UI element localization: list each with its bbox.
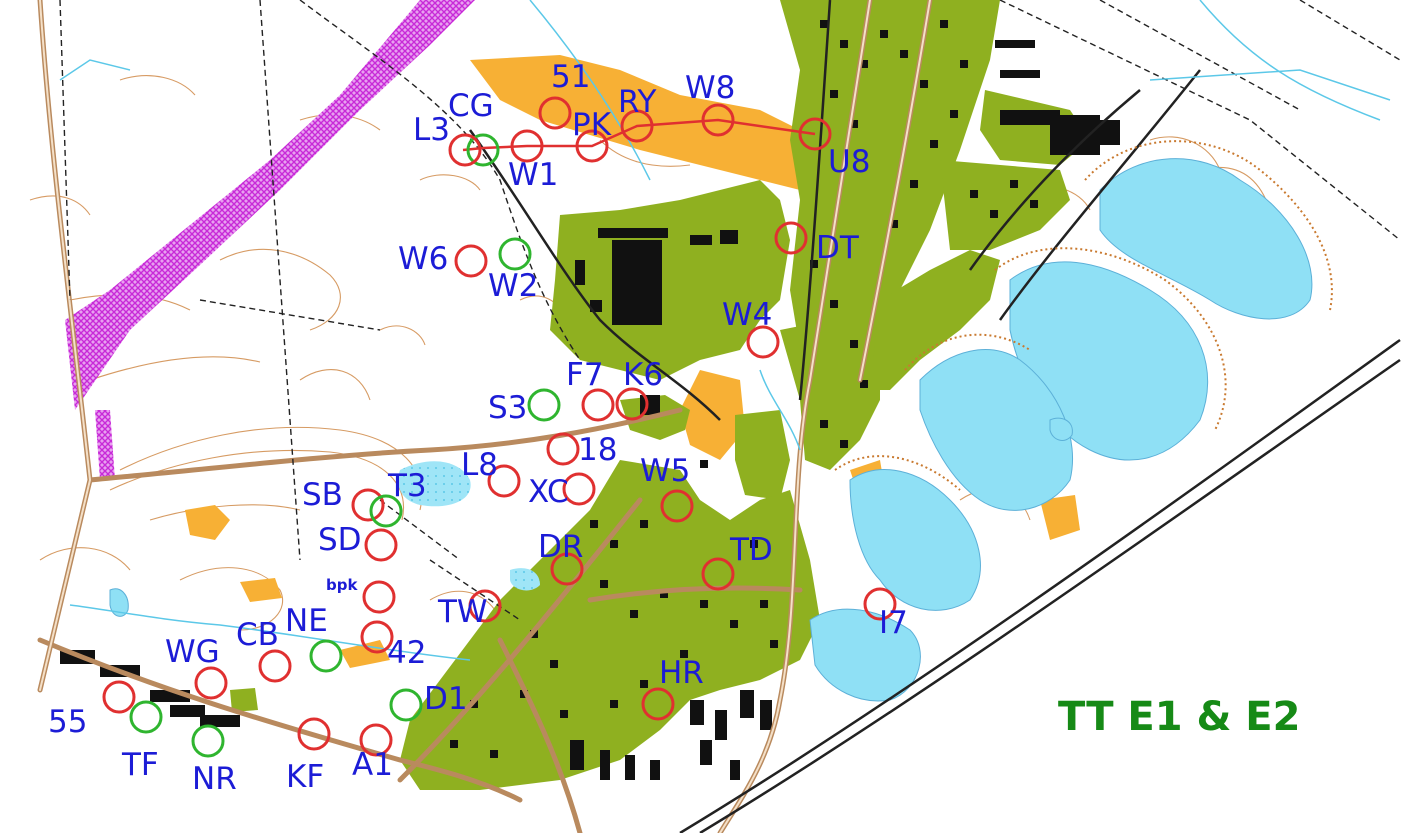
- control-label-w5: W5: [640, 453, 690, 489]
- control-circle-w6: [454, 244, 488, 278]
- control-circle-cg: [466, 133, 500, 167]
- buildings: [60, 40, 1120, 780]
- control-label-tf: TF: [121, 747, 159, 783]
- control-label-51: 51: [551, 59, 590, 95]
- control-circle-a1: [359, 723, 393, 757]
- control-label-xc: XC: [528, 474, 569, 510]
- control-label-i7: I7: [879, 605, 908, 641]
- control-circle-tw: [468, 589, 502, 623]
- marsh-pond: [398, 461, 471, 507]
- streams: [59, 0, 1391, 661]
- control-circle-w1: [510, 129, 544, 163]
- control-label-55: 55: [48, 704, 87, 740]
- control-label-f7: F7: [566, 357, 604, 393]
- control-labels: CG L3 51 W1 PK RY W8 U8 DT W6 W2 W4 F7 K…: [48, 59, 908, 797]
- control-circle-s3: [527, 388, 561, 422]
- control-circle-kf: [297, 717, 331, 751]
- control-label-a1: A1: [352, 747, 393, 783]
- control-label-wg: WG: [165, 634, 220, 670]
- restricted-area: [65, 0, 475, 410]
- control-circle-td: [701, 557, 735, 591]
- control-label-dt: DT: [816, 230, 860, 266]
- control-label-cg: CG: [448, 88, 494, 124]
- control-label-sb: SB: [302, 477, 343, 513]
- control-label-w8: W8: [685, 70, 735, 106]
- control-label-42: 42: [387, 635, 426, 671]
- control-label-w2: W2: [488, 268, 538, 304]
- control-label-t3: T3: [387, 468, 427, 504]
- control-circle-18: [546, 432, 580, 466]
- control-circle-bpk: [362, 580, 396, 614]
- control-label-d1: D1: [424, 681, 468, 717]
- control-label-td: TD: [729, 532, 773, 568]
- control-circle-d1: [389, 688, 423, 722]
- control-circle-tf: [129, 700, 163, 734]
- control-circle-55: [102, 680, 136, 714]
- control-circle-i7: [863, 587, 897, 621]
- control-circle-ne: [309, 639, 343, 673]
- control-label-18: 18: [578, 432, 617, 468]
- water-bodies: [109, 158, 1313, 702]
- course-line: [462, 118, 816, 152]
- control-label-bpk: bpk: [326, 576, 358, 594]
- control-label-hr: HR: [659, 655, 704, 691]
- control-label-s3: S3: [488, 390, 527, 426]
- marsh-small: [510, 568, 540, 591]
- control-label-w4: W4: [722, 297, 772, 333]
- control-circle-51: [538, 96, 572, 130]
- map-title: TT E1 & E2: [1058, 694, 1300, 740]
- control-circle-l3: [448, 133, 482, 167]
- control-circle-f7: [581, 388, 615, 422]
- control-label-pk: PK: [572, 107, 612, 143]
- control-label-tw: TW: [437, 594, 488, 630]
- control-circle-w5: [660, 489, 694, 523]
- control-circle-dt: [774, 221, 808, 255]
- control-label-w6: W6: [398, 241, 448, 277]
- control-label-dr: DR: [538, 529, 583, 565]
- control-circle-dr: [550, 552, 584, 586]
- paths: [59, 0, 1401, 621]
- control-circle-xc: [562, 472, 596, 506]
- control-label-w1: W1: [508, 157, 558, 193]
- control-circle-pk: [575, 129, 609, 163]
- control-circle-hr: [641, 687, 675, 721]
- control-circle-k6: [615, 387, 649, 421]
- railways: [468, 0, 1401, 833]
- control-label-l3: L3: [413, 112, 450, 148]
- control-circle-w2: [498, 237, 532, 271]
- control-circle-nr: [191, 724, 225, 758]
- control-circle-u8: [798, 117, 832, 151]
- control-circle-sb: [351, 488, 385, 522]
- control-circle-ry: [620, 109, 654, 143]
- control-circle-sd: [364, 528, 398, 562]
- control-label-ne: NE: [285, 603, 328, 639]
- control-label-cb: CB: [236, 617, 279, 653]
- control-circle-w8: [701, 103, 735, 137]
- control-label-nr: NR: [192, 761, 237, 797]
- control-label-ry: RY: [618, 84, 657, 120]
- control-circle-wg: [194, 666, 228, 700]
- control-label-l8: L8: [461, 447, 498, 483]
- control-circles: [102, 96, 897, 758]
- restricted-area-small: [95, 410, 115, 480]
- control-circle-42: [360, 620, 394, 654]
- control-circle-cb: [258, 649, 292, 683]
- roads-core: [39, 0, 931, 833]
- control-label-k6: K6: [623, 357, 663, 393]
- control-circle-l8: [487, 464, 521, 498]
- control-label-kf: KF: [286, 759, 324, 795]
- control-label-sd: SD: [318, 522, 362, 558]
- control-circle-t3: [369, 494, 403, 528]
- control-circle-w4: [746, 325, 780, 359]
- control-label-u8: U8: [828, 144, 870, 180]
- lake-embankments: [834, 140, 1333, 491]
